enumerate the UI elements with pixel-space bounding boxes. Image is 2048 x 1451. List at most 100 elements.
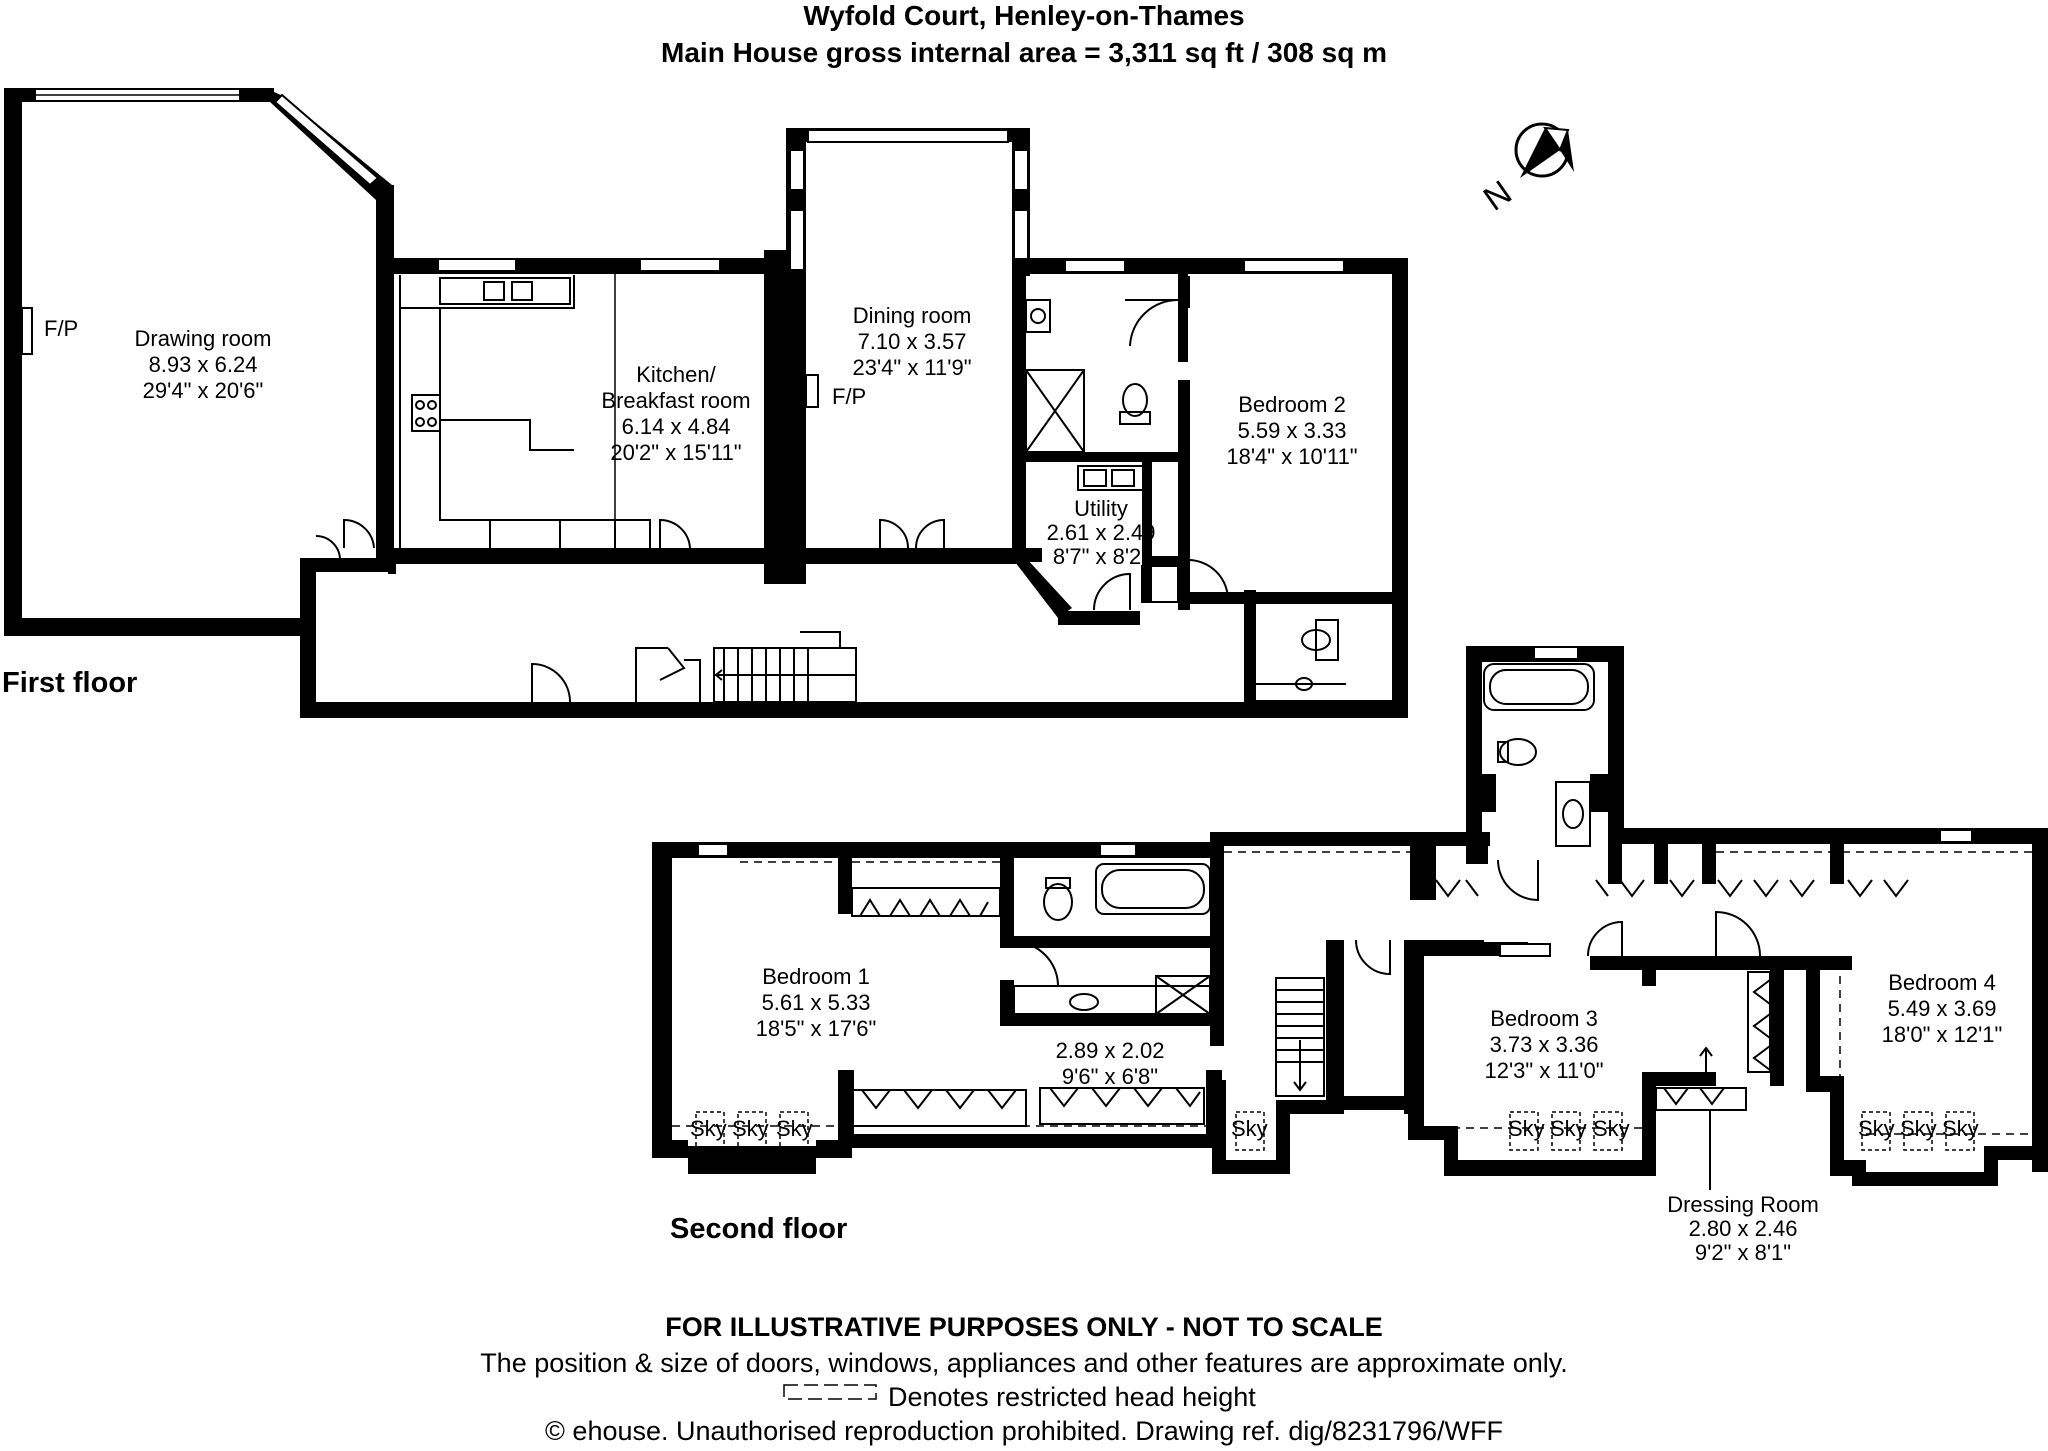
utility-fittings	[1077, 465, 1179, 611]
landing-imperial: 9'6" x 6'8"	[1062, 1064, 1158, 1089]
east-block-walls	[1012, 258, 1408, 718]
skylight-label: Sky	[690, 1116, 727, 1141]
door	[1355, 939, 1391, 976]
window	[1064, 259, 1126, 273]
dressing-room-imperial: 9'2" x 8'1"	[1695, 1240, 1791, 1265]
skylight-label: Sky	[1231, 1116, 1268, 1141]
skylight	[695, 1111, 1265, 1151]
utility-name: Utility	[1074, 496, 1128, 521]
dining-room-imperial: 23'4" x 11'9"	[852, 355, 971, 380]
east-wing-walls	[1408, 828, 2048, 1186]
window	[1939, 829, 1973, 843]
window	[437, 258, 517, 272]
second-floor-plan	[652, 646, 2048, 1190]
fireplace-label: F/P	[832, 384, 866, 409]
dining-room-name: Dining room	[853, 303, 972, 328]
door	[879, 518, 909, 549]
disclaimer-text: The position & size of doors, windows, a…	[480, 1348, 1568, 1378]
restricted-height-legend: Denotes restricted head height	[888, 1382, 1256, 1412]
skylight-label: Sky	[776, 1116, 813, 1141]
restricted-height-legend-swatch	[783, 1384, 877, 1400]
bedroom-2-name: Bedroom 2	[1238, 392, 1346, 417]
skylight-label: Sky	[1900, 1116, 1937, 1141]
drawing-room-metric: 8.93 x 6.24	[149, 352, 258, 377]
window	[789, 209, 805, 271]
bedroom-2-imperial: 18'4" x 10'11"	[1226, 444, 1357, 469]
bedroom-4-name: Bedroom 4	[1888, 970, 1996, 995]
bedroom-1-name: Bedroom 1	[762, 964, 870, 989]
skylight-label: Sky	[1593, 1116, 1630, 1141]
skylight	[1509, 1111, 1975, 1151]
skylight-label: Sky	[732, 1116, 769, 1141]
bath-fittings	[1483, 663, 1595, 902]
fireplace	[21, 307, 33, 355]
window	[1013, 149, 1029, 191]
bedroom-3-imperial: 12'3" x 11'0"	[1484, 1058, 1603, 1083]
ensuite-fittings	[1256, 619, 1346, 691]
dining-room-metric: 7.10 x 3.57	[858, 329, 967, 354]
window	[639, 258, 721, 272]
fireplace-label: F/P	[44, 316, 78, 341]
bedroom-3-name: Bedroom 3	[1490, 1006, 1598, 1031]
top-bath-walls	[1466, 646, 1624, 836]
window	[1243, 259, 1345, 273]
kitchen-imperial: 20'2" x 15'11"	[610, 440, 741, 465]
staircase	[713, 631, 857, 703]
door	[915, 518, 945, 549]
door	[1187, 558, 1230, 601]
hallway-walls	[300, 558, 1408, 718]
skylight-label: Sky	[1508, 1116, 1545, 1141]
utility-imperial: 8'7" x 8'2"	[1053, 544, 1149, 569]
skylight-label: Sky	[1550, 1116, 1587, 1141]
kitchen-name-2: Breakfast room	[601, 388, 750, 413]
skylight-label: Sky	[1858, 1116, 1895, 1141]
first-floor-label: First floor	[2, 667, 137, 699]
bedroom-4-imperial: 18'0" x 12'1"	[1882, 1022, 2003, 1047]
kitchen-metric: 6.14 x 4.84	[622, 414, 731, 439]
bedroom-3-metric: 3.73 x 3.36	[1490, 1032, 1599, 1057]
dressing-room-name: Dressing Room	[1667, 1192, 1819, 1217]
bedroom-1-metric: 5.61 x 5.33	[762, 990, 871, 1015]
kitchen-units	[399, 275, 651, 548]
door	[659, 518, 691, 549]
plan-title: Wyfold Court, Henley-on-Thames	[803, 0, 1244, 31]
compass-letter: N	[1477, 173, 1519, 218]
wall	[1012, 558, 1072, 618]
bedroom-1-walls	[652, 836, 1224, 1160]
bay-window	[273, 93, 380, 187]
bedroom-1-imperial: 18'5" x 17'6"	[756, 1016, 877, 1041]
utility-metric: 2.61 x 2.49	[1047, 520, 1156, 545]
window	[807, 129, 1009, 143]
drawing-room-name: Drawing room	[135, 326, 272, 351]
fireplace	[805, 374, 819, 408]
kitchen-name-1: Kitchen/	[636, 362, 716, 387]
bedroom-2-metric: 5.59 x 3.33	[1238, 418, 1347, 443]
bathroom-fittings	[1025, 298, 1179, 453]
skylight-label: Sky	[1942, 1116, 1979, 1141]
staircase	[1275, 977, 1325, 1097]
disclaimer-heading: FOR ILLUSTRATIVE PURPOSES ONLY - NOT TO …	[665, 1312, 1383, 1342]
bedroom-4-metric: 5.49 x 3.69	[1888, 996, 1997, 1021]
door	[315, 535, 342, 561]
door	[343, 518, 375, 549]
bathroom-fittings	[1013, 863, 1211, 1015]
plan-subtitle: Main House gross internal area = 3,311 s…	[661, 37, 1387, 68]
window	[789, 149, 805, 191]
drawing-room-imperial: 29'4" x 20'6"	[143, 378, 264, 403]
hall-cupboard	[635, 647, 701, 702]
dressing-room-metric: 2.80 x 2.46	[1689, 1216, 1798, 1241]
copyright-text: © ehouse. Unauthorised reproduction proh…	[545, 1416, 1503, 1446]
window	[1099, 843, 1137, 857]
first-floor-plan	[4, 88, 1408, 718]
dressing-wardrobes	[1655, 971, 1771, 1190]
front-door	[531, 662, 571, 703]
second-floor-label: Second floor	[670, 1213, 847, 1245]
window	[697, 843, 729, 857]
corridor-cupboards	[1435, 879, 1909, 957]
window	[1533, 646, 1579, 660]
wardrobe	[851, 887, 1205, 1127]
bedroom-1-bay-walls	[688, 1146, 816, 1174]
compass-icon: N	[1477, 122, 1574, 219]
window	[1499, 943, 1551, 957]
